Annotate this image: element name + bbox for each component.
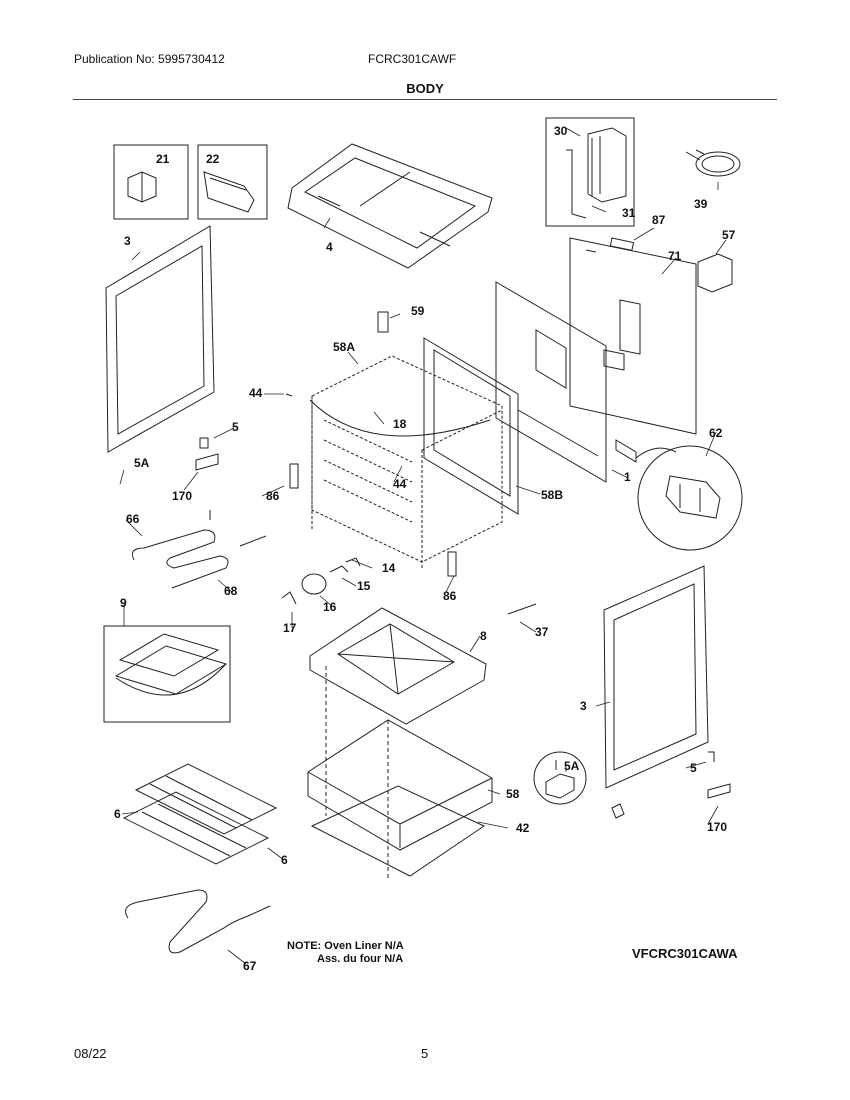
bottom-panel-42	[310, 785, 486, 877]
model-number: FCRC301CAWF	[368, 52, 457, 66]
callout-170-left: 170	[172, 489, 192, 503]
callout-15: 15	[357, 579, 371, 593]
callout-37: 37	[535, 625, 549, 639]
side-panel-right	[603, 565, 709, 789]
callout-8: 8	[480, 629, 487, 643]
small-parts	[195, 311, 537, 615]
power-cord	[685, 149, 741, 177]
part-21-box	[113, 144, 189, 220]
callout-30: 30	[554, 124, 568, 138]
header-rule	[73, 99, 777, 100]
leader-lines	[119, 127, 727, 965]
part-30-31-box	[545, 117, 635, 227]
part-22-box	[197, 144, 268, 220]
top-panel	[287, 143, 493, 269]
part-62-bracket	[635, 445, 743, 551]
callout-22: 22	[206, 152, 220, 166]
callout-9: 9	[120, 596, 127, 610]
callout-58B: 58B	[541, 488, 563, 502]
callout-170-right: 170	[707, 820, 727, 834]
insulation-back	[423, 337, 519, 515]
note-line-2: Ass. du four N/A	[317, 953, 404, 965]
footer-date: 08/22	[74, 1046, 107, 1061]
callout-6-top: 6	[114, 807, 121, 821]
callout-39: 39	[694, 197, 708, 211]
callout-68: 68	[224, 584, 238, 598]
publication-number: Publication No: 5995730412	[74, 52, 225, 66]
callout-62: 62	[709, 426, 723, 440]
bake-element	[125, 889, 271, 954]
broil-element	[131, 510, 267, 589]
callout-58: 58	[506, 787, 520, 801]
callout-86-center: 86	[443, 589, 457, 603]
oven-cavity	[311, 355, 503, 568]
section-title: BODY	[406, 81, 444, 96]
callout-16: 16	[323, 600, 337, 614]
figure-code: VFCRC301CAWA	[632, 946, 738, 961]
callout-57: 57	[722, 228, 736, 242]
callout-5-left: 5	[232, 420, 239, 434]
leveling-leg-detail	[533, 751, 731, 819]
oven-racks	[122, 763, 278, 865]
callout-59: 59	[411, 304, 425, 318]
cavity-gasket	[309, 399, 491, 437]
back-panel	[569, 237, 733, 435]
guide-lines	[325, 666, 389, 880]
note-line-1: NOTE: Oven Liner N/A	[287, 940, 404, 952]
callout-44-center: 44	[393, 477, 407, 491]
bottom-insulation	[307, 719, 493, 851]
callout-14: 14	[382, 561, 396, 575]
callout-3-right: 3	[580, 699, 587, 713]
callout-31: 31	[622, 206, 636, 220]
callout-66: 66	[126, 512, 140, 526]
callout-3-left: 3	[124, 234, 131, 248]
callout-6-bottom: 6	[281, 853, 288, 867]
callout-18: 18	[393, 417, 407, 431]
inner-back-panel	[495, 281, 637, 483]
callout-5A-left: 5A	[134, 456, 150, 470]
oven-bottom-8	[309, 607, 487, 725]
side-panel-left	[105, 225, 215, 453]
callout-1: 1	[624, 470, 631, 484]
footer-page-number: 5	[421, 1046, 429, 1061]
callout-4: 4	[326, 240, 333, 254]
callout-58A: 58A	[333, 340, 355, 354]
callout-21: 21	[156, 152, 170, 166]
callout-44-left: 44	[249, 386, 263, 400]
callout-5-right: 5	[690, 761, 697, 775]
callout-87: 87	[652, 213, 666, 227]
callout-42: 42	[516, 821, 530, 835]
callout-5A-right: 5A	[564, 759, 580, 773]
callout-67: 67	[243, 959, 257, 973]
callout-17: 17	[283, 621, 297, 635]
callout-86-left: 86	[266, 489, 280, 503]
note-block: NOTE: Oven Liner N/A Ass. du four N/A	[287, 940, 404, 966]
part-9-box	[103, 625, 231, 723]
callout-71: 71	[668, 249, 682, 263]
